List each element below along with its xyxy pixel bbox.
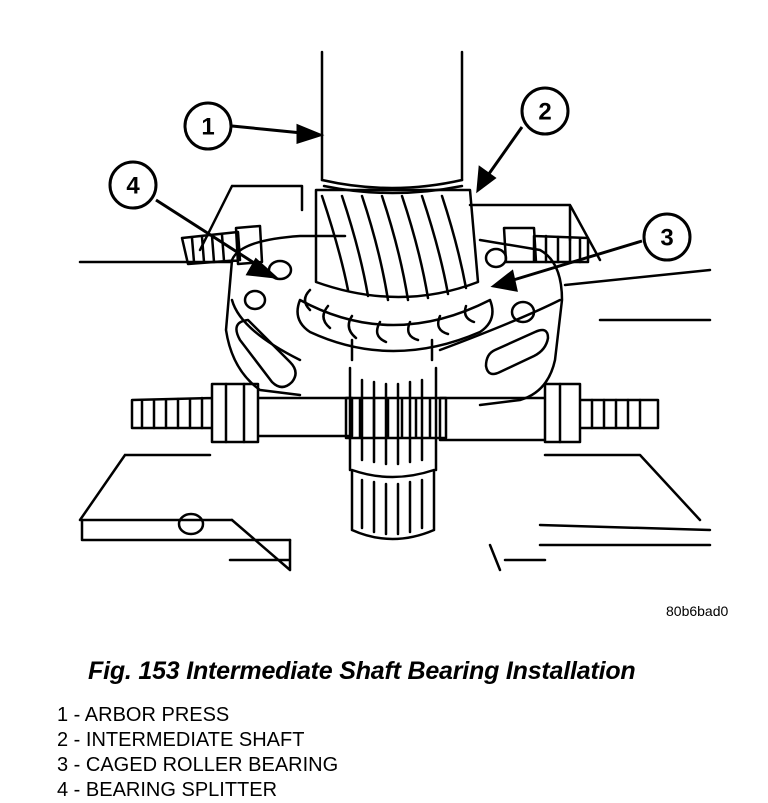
bearing-installation-illustration: 1 2 3 4 [78,50,712,572]
figure-caption: Fig. 153 Intermediate Shaft Bearing Inst… [88,657,636,685]
callout-label-4: 4 [126,173,140,200]
legend-item: 1 - ARBOR PRESS [57,704,230,726]
callout-label-1: 1 [201,114,214,141]
callout-circle-2 [520,86,570,136]
callout-circle-4 [108,160,158,210]
arrowhead-1 [296,123,325,145]
legend-item: 4 - BEARING SPLITTER [57,779,278,801]
press-bed-plate [78,260,712,547]
lower-left-bolt [130,382,354,444]
splitter-slot-left [235,318,297,389]
splitter-hole-left [243,289,267,311]
legend-item: 3 - CAGED ROLLER BEARING [57,754,339,776]
legend-list: 1 - ARBOR PRESS 2 - INTERMEDIATE SHAFT 3… [57,703,338,803]
splitter-hole-right [510,300,536,324]
leader-line-2 [484,126,524,179]
arrowhead-3 [490,269,518,292]
figure-id-code: 80b6bad0 [666,603,729,619]
leader-line-1 [231,124,303,135]
lower-center-bolt [344,396,448,440]
leader-line-3 [509,239,643,283]
arrowhead-2 [476,165,497,194]
callout-circle-3 [642,212,692,262]
intermediate-shaft-gear [314,188,480,299]
left-support-plate [78,184,304,572]
arbor-press-ram [320,50,464,182]
lower-right-bolt [438,382,660,444]
callout-circle-1 [183,101,233,151]
callout-label-2: 2 [538,99,551,126]
right-support-plate [468,203,702,572]
lower-shaft [348,338,438,541]
arrowhead-4 [245,257,280,280]
callout-label-3: 3 [660,225,673,252]
legend-item: 2 - INTERMEDIATE SHAFT [57,729,305,751]
leader-line-4 [155,198,263,270]
splitter-slot-right [484,328,550,376]
plate-hole [177,512,205,536]
